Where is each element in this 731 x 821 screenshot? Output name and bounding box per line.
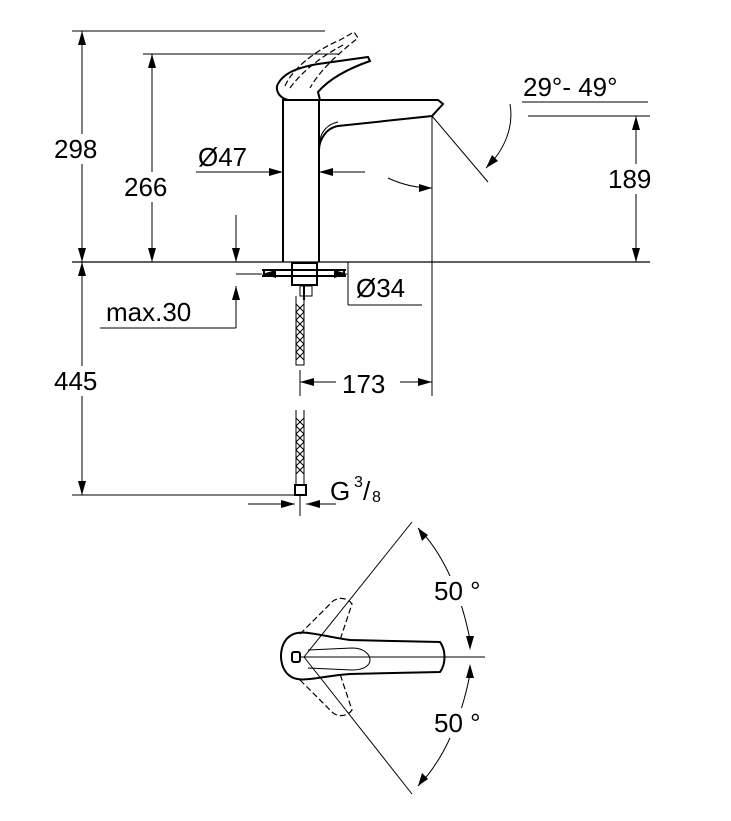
hose-length-label: 445 xyxy=(54,366,97,396)
lever-top-cartridge-mark xyxy=(291,651,301,663)
dimension-173: 173 xyxy=(299,245,433,399)
max-deck-thickness-label: max.30 xyxy=(106,297,191,327)
dimension-diameter-47: Ø47 xyxy=(196,142,365,176)
lever-handle-outline xyxy=(275,55,372,101)
thread-numerator: 3 xyxy=(354,474,363,491)
mounting-hardware xyxy=(262,262,346,516)
spout-clearance-label: 189 xyxy=(608,164,651,194)
hose-connector xyxy=(294,484,307,496)
thread-label: G xyxy=(330,476,350,506)
faucet-body-outline xyxy=(282,99,320,262)
dimension-189: 189 xyxy=(431,115,668,262)
dimension-445: 445 xyxy=(50,262,296,496)
lever-handle-raised-outline xyxy=(284,31,359,89)
mounting-plate xyxy=(262,269,346,277)
dimension-max-30: max.30 xyxy=(100,215,240,329)
mounting-nut xyxy=(291,262,318,286)
thread-denominator: 8 xyxy=(372,489,381,506)
spout-underside xyxy=(318,121,339,151)
body-diameter-label: Ø47 xyxy=(198,142,247,172)
stud-nut xyxy=(299,285,313,297)
dimension-266: 266 xyxy=(120,53,340,262)
lever-angle-top-label: 50 ° xyxy=(434,576,481,606)
faucet-top-view xyxy=(280,597,485,717)
dimension-lever-angle-bottom: 50 ° xyxy=(303,656,492,795)
spout-outline xyxy=(283,99,445,151)
lever-top-detail xyxy=(307,647,371,671)
dimension-thread: G 3 / 8 xyxy=(248,474,381,508)
dimension-spout-angle: 29°- 49° xyxy=(387,72,648,192)
supply-hose-lower xyxy=(295,410,305,486)
total-height-label: 298 xyxy=(54,134,97,164)
lever-handle-raised-inner xyxy=(289,43,346,89)
dimension-298: 298 xyxy=(50,30,325,262)
spout-reach-label: 173 xyxy=(342,369,385,399)
lever-rotated-right-outline xyxy=(299,673,353,717)
dimension-lever-angle-top: 50 ° xyxy=(303,521,492,658)
hole-diameter-label: Ø34 xyxy=(356,273,405,303)
lever-top-outline xyxy=(280,631,446,681)
thread-slash: / xyxy=(363,476,371,506)
lever-angle-bottom-label: 50 ° xyxy=(434,708,481,738)
spout-angle-label: 29°- 49° xyxy=(523,72,618,102)
supply-hose-upper xyxy=(295,296,305,366)
lever-rotated-left-outline xyxy=(299,597,353,641)
spout-height-label: 266 xyxy=(124,172,167,202)
faucet-side-view xyxy=(275,31,445,262)
dimension-diameter-34: Ø34 xyxy=(236,262,422,306)
